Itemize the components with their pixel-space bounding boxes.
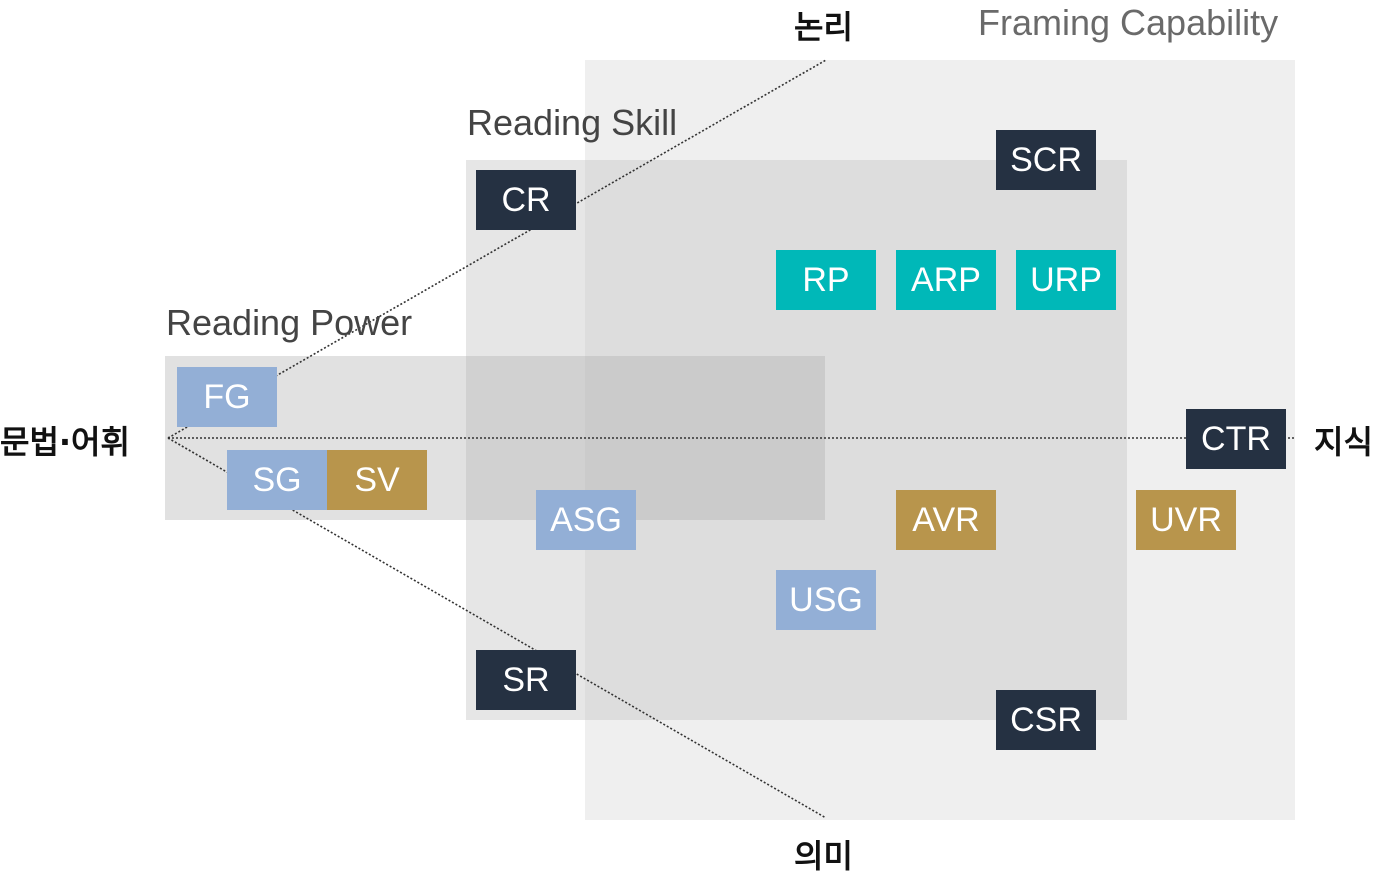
box-arp: ARP (896, 250, 996, 310)
framing-capability-region (585, 60, 1295, 820)
box-uvr: UVR (1136, 490, 1236, 550)
box-sg: SG (227, 450, 327, 510)
reading-skill-label: Reading Skill (467, 102, 678, 143)
box-cr: CR (476, 170, 576, 230)
box-scr: SCR (996, 130, 1096, 190)
box-rp: RP (776, 250, 876, 310)
knowledge-axis-label: 지식 (1314, 423, 1373, 461)
box-sv: SV (327, 450, 427, 510)
logic-axis-line (167, 59, 827, 439)
meaning-axis-label: 의미 (794, 837, 853, 875)
box-urp: URP (1016, 250, 1116, 310)
box-ctr: CTR (1186, 409, 1286, 469)
box-fg: FG (177, 367, 277, 427)
logic-axis-label: 논리 (794, 8, 853, 46)
meaning-axis-line (167, 437, 827, 819)
box-sr: SR (476, 650, 576, 710)
framing-capability-label: Framing Capability (978, 2, 1279, 43)
grammar-vocab-axis-label: 문법·어휘 (0, 423, 130, 461)
box-usg: USG (776, 570, 876, 630)
reading-power-label: Reading Power (166, 302, 413, 343)
box-asg: ASG (536, 490, 636, 550)
box-avr: AVR (896, 490, 996, 550)
box-csr: CSR (996, 690, 1096, 750)
